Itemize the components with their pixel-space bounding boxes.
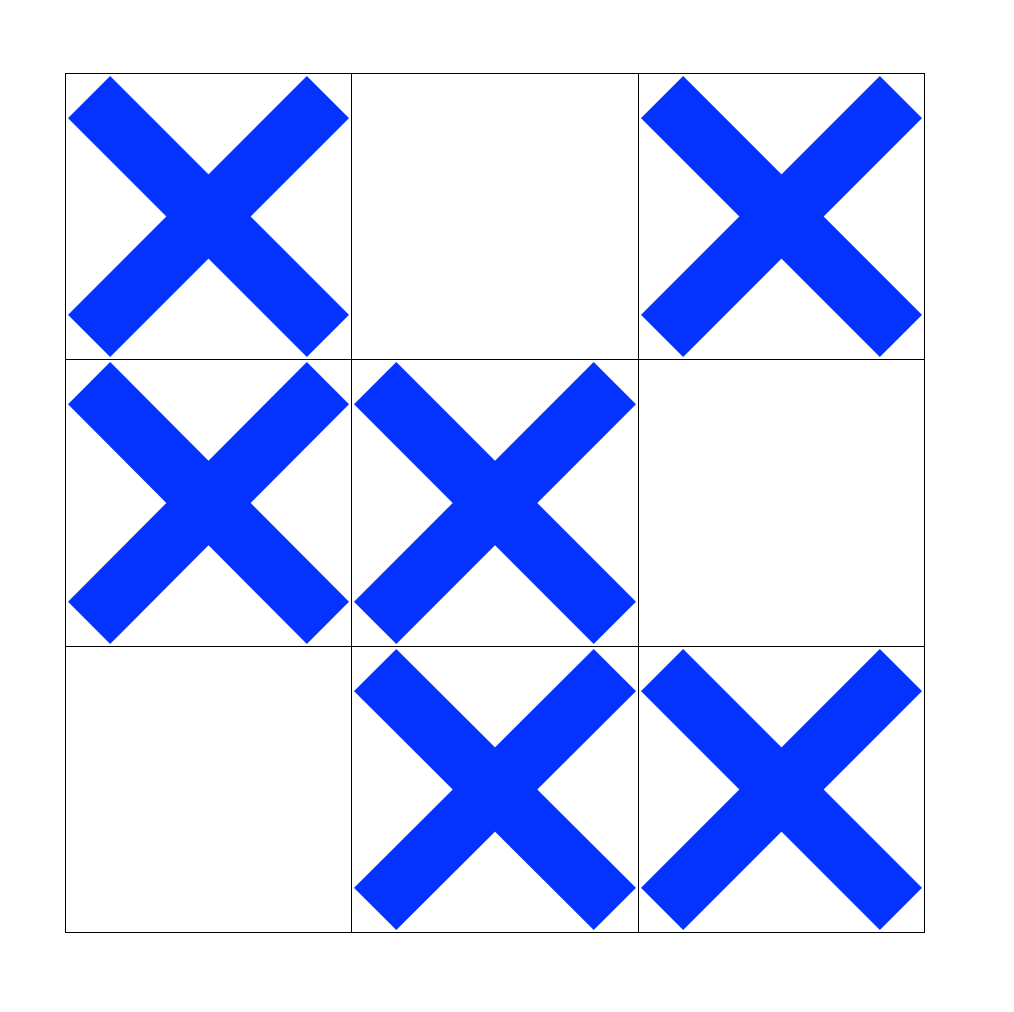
board-cell-0-1[interactable]	[352, 74, 639, 360]
board-cell-1-0[interactable]	[66, 360, 352, 647]
x-mark-icon	[68, 362, 349, 644]
board-cell-0-2[interactable]	[639, 74, 924, 360]
x-mark-icon	[354, 649, 636, 930]
x-mark-icon	[641, 649, 922, 930]
game-board	[65, 73, 925, 933]
board-cell-2-0[interactable]	[66, 647, 352, 932]
board-cell-2-2[interactable]	[639, 647, 924, 932]
board-cell-0-0[interactable]	[66, 74, 352, 360]
board-cell-2-1[interactable]	[352, 647, 639, 932]
board-cell-1-1[interactable]	[352, 360, 639, 647]
x-mark-icon	[68, 76, 349, 357]
x-mark-icon	[641, 76, 922, 357]
x-mark-icon	[354, 362, 636, 644]
board-cell-1-2[interactable]	[639, 360, 924, 647]
